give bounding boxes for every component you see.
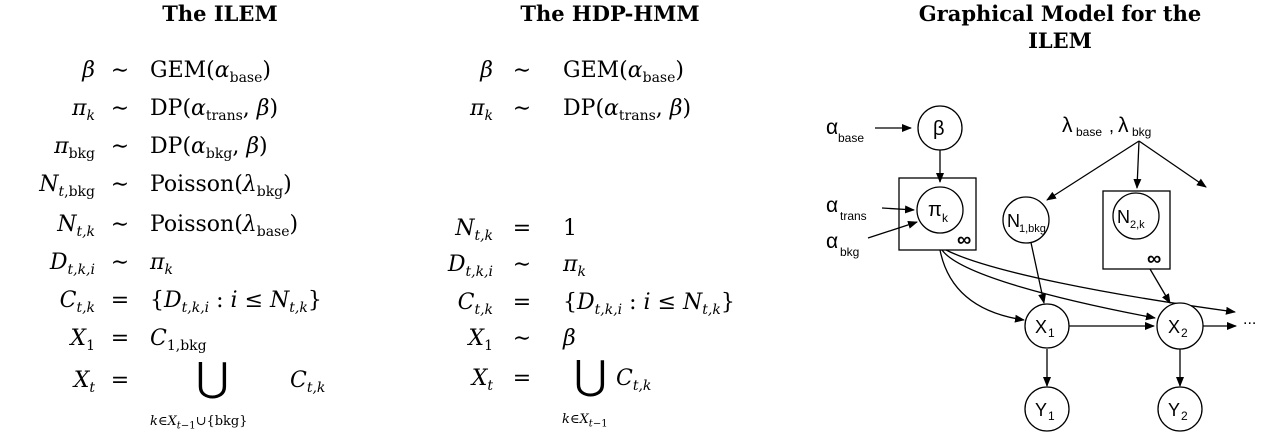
label-alpha-bkg-sub: bkg bbox=[840, 245, 859, 259]
edge-lambda-next bbox=[1138, 140, 1207, 188]
ilem-union-term: Ct,k bbox=[290, 368, 326, 396]
edge-lambda-n2 bbox=[1133, 140, 1142, 189]
node-pi bbox=[916, 186, 964, 234]
label-lambda-comma: , bbox=[1109, 116, 1114, 136]
node-y2-sub: 2 bbox=[1181, 409, 1188, 423]
node-y2 bbox=[1157, 386, 1203, 432]
node-n2 bbox=[1112, 192, 1160, 240]
graph-title-line2: ILEM bbox=[1028, 28, 1092, 53]
node-y1-label: Y bbox=[1035, 400, 1047, 420]
plate-pi-infinity: ∞ bbox=[957, 229, 971, 251]
edge-n2-x2 bbox=[1149, 268, 1171, 304]
node-x2-sub: 2 bbox=[1181, 326, 1188, 340]
node-x1 bbox=[1024, 303, 1070, 349]
plate-pi bbox=[898, 177, 977, 251]
plate-n2 bbox=[1102, 190, 1171, 270]
edge-pi-next bbox=[945, 249, 1236, 315]
node-x2 bbox=[1156, 302, 1204, 350]
label-alpha-base: α bbox=[826, 116, 838, 139]
hdp-union-term: Ct,k bbox=[616, 366, 652, 394]
node-beta-label: β bbox=[933, 118, 945, 140]
label-lambda-bkg-sub: bkg bbox=[1132, 125, 1151, 139]
label-alpha-bkg: α bbox=[826, 230, 838, 253]
label-ellipsis: ... bbox=[1243, 311, 1256, 328]
ilem-title: The ILEM bbox=[162, 1, 278, 26]
plate-n2-infinity: ∞ bbox=[1147, 248, 1161, 270]
hdp-union-symbol: ⋃ bbox=[574, 353, 607, 399]
node-n2-sub: 2,k bbox=[1130, 219, 1145, 231]
node-n1-label: N bbox=[1007, 211, 1020, 231]
hdp-title: The HDP-HMM bbox=[520, 1, 700, 26]
node-beta bbox=[917, 105, 963, 151]
edge-alphatrans-pi bbox=[881, 205, 915, 214]
node-y1 bbox=[1024, 386, 1070, 432]
ilem-union-index: k∈Xt−1∪{bkg} bbox=[150, 414, 248, 432]
label-alpha-trans: α bbox=[826, 194, 838, 217]
edge-lambda-n1 bbox=[1046, 140, 1140, 201]
label-lambda-base-sub: base bbox=[1076, 125, 1102, 139]
label-lambda-bkg: λ bbox=[1118, 114, 1129, 137]
edge-alphabkg-pi bbox=[867, 220, 918, 239]
edge-pi-x1 bbox=[939, 249, 1025, 323]
node-pi-label: π bbox=[928, 199, 942, 221]
label-lambda-base: λ bbox=[1062, 114, 1073, 137]
ilem-union-symbol: ⋃ bbox=[196, 355, 229, 401]
edge-pi-x2 bbox=[941, 249, 1156, 321]
node-n2-label: N bbox=[1117, 207, 1130, 227]
node-y2-label: Y bbox=[1168, 400, 1180, 420]
node-pi-sub: k bbox=[942, 211, 949, 225]
hdp-union-index: k∈Xt−1 bbox=[562, 412, 608, 430]
node-x2-label: X bbox=[1168, 317, 1180, 337]
graph-title-line1: Graphical Model for the bbox=[918, 1, 1202, 26]
node-x1-label: X bbox=[1035, 317, 1047, 337]
node-y1-sub: 1 bbox=[1048, 409, 1055, 423]
label-alpha-base-sub: base bbox=[838, 131, 864, 145]
node-n1 bbox=[1002, 196, 1050, 244]
label-alpha-trans-sub: trans bbox=[840, 209, 867, 223]
node-x1-sub: 1 bbox=[1048, 326, 1055, 340]
node-n1-sub: 1,bkg bbox=[1019, 223, 1046, 235]
